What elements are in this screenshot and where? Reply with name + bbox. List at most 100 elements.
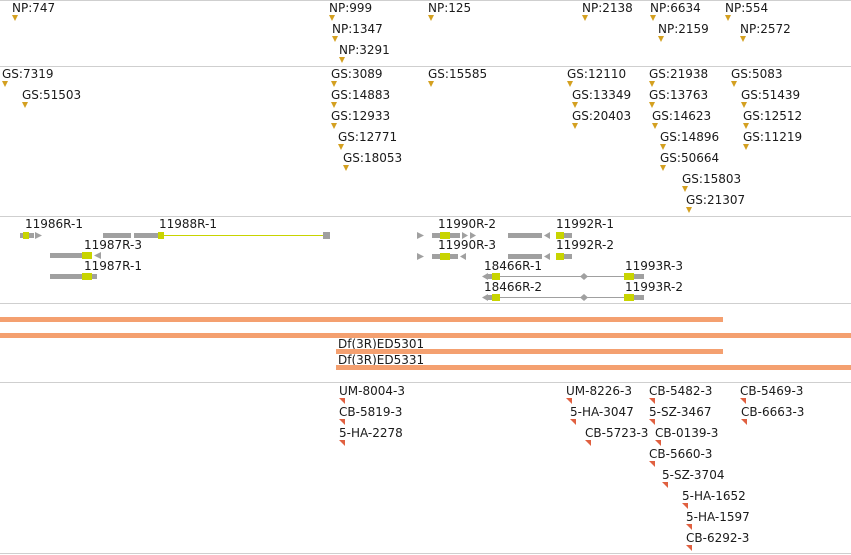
primer-label: CB-5482-3 bbox=[649, 384, 713, 398]
gs-insertion-marker-icon bbox=[660, 165, 666, 171]
deficiency-bar[interactable] bbox=[0, 333, 851, 338]
np-insertion-marker-icon bbox=[658, 36, 664, 42]
gs-insertion-marker-icon bbox=[331, 123, 337, 129]
gene-label[interactable]: 11993R-2 bbox=[625, 280, 683, 294]
gene-model-11986R-1[interactable] bbox=[20, 232, 42, 239]
primer-marker-icon bbox=[585, 440, 591, 446]
gs-insertion-label: GS:15803 bbox=[682, 172, 742, 186]
gs-insertion-marker-icon bbox=[343, 165, 349, 171]
primer-marker-icon bbox=[339, 440, 345, 446]
gene-model-11988R-1[interactable] bbox=[103, 232, 330, 239]
gene-label[interactable]: 18466R-2 bbox=[484, 280, 542, 294]
deficiency-bar[interactable] bbox=[0, 317, 723, 322]
gene-label[interactable]: 11992R-1 bbox=[556, 217, 614, 231]
gs-insertion-marker-icon bbox=[22, 102, 28, 108]
np-insertion-marker-icon bbox=[329, 15, 335, 21]
deficiency-bar-df-ed5331[interactable] bbox=[336, 365, 851, 370]
gs-insertion-marker-icon bbox=[686, 207, 692, 213]
gs-insertion-marker-icon bbox=[682, 186, 688, 192]
gene-label[interactable]: 11987R-1 bbox=[84, 259, 142, 273]
gs-insertion-label: GS:11219 bbox=[743, 130, 803, 144]
gene-label[interactable]: 18466R-1 bbox=[484, 259, 542, 273]
gs-insertion-label: GS:13349 bbox=[572, 88, 632, 102]
primer-label: 5-HA-1652 bbox=[682, 489, 746, 503]
gene-model-11992R-2[interactable] bbox=[508, 253, 572, 260]
primer-marker-icon bbox=[566, 398, 572, 404]
gs-insertion-label: GS:12771 bbox=[338, 130, 398, 144]
gene-model-11987R-1[interactable] bbox=[50, 273, 97, 280]
gene-label[interactable]: 11992R-2 bbox=[556, 238, 614, 252]
divider-genes-df bbox=[0, 303, 851, 304]
deficiency-label[interactable]: Df(3R)ED5331 bbox=[338, 353, 425, 367]
primer-label: 5-HA-3047 bbox=[570, 405, 634, 419]
gene-label[interactable]: 11993R-3 bbox=[625, 259, 683, 273]
gs-insertion-marker-icon bbox=[572, 102, 578, 108]
primer-label: CB-5469-3 bbox=[740, 384, 804, 398]
gs-insertion-label: GS:12512 bbox=[743, 109, 803, 123]
primer-marker-icon bbox=[570, 419, 576, 425]
gene-label[interactable]: 11990R-3 bbox=[438, 238, 496, 252]
gene-model-11992R-1[interactable] bbox=[508, 232, 572, 239]
gs-insertion-label: GS:14623 bbox=[652, 109, 712, 123]
primer-marker-icon bbox=[649, 419, 655, 425]
primer-marker-icon bbox=[655, 440, 661, 446]
gs-insertion-marker-icon bbox=[652, 123, 658, 129]
np-insertion-label: NP:747 bbox=[12, 1, 56, 15]
np-insertion-label: NP:3291 bbox=[339, 43, 390, 57]
primer-marker-icon bbox=[741, 419, 747, 425]
divider-gs-genes bbox=[0, 216, 851, 217]
primer-label: CB-5819-3 bbox=[339, 405, 403, 419]
gs-insertion-label: GS:5083 bbox=[731, 67, 783, 81]
np-insertion-label: NP:2572 bbox=[740, 22, 791, 36]
primer-label: CB-5723-3 bbox=[585, 426, 649, 440]
gene-models-graphic bbox=[20, 232, 644, 301]
primer-label: CB-0139-3 bbox=[655, 426, 719, 440]
gene-label[interactable]: 11986R-1 bbox=[25, 217, 83, 231]
np-insertion-marker-icon bbox=[740, 36, 746, 42]
gene-model-11987R-3[interactable] bbox=[50, 252, 101, 259]
divider-np-gs bbox=[0, 66, 851, 67]
gs-insertion-label: GS:21307 bbox=[686, 193, 746, 207]
primer-marker-icon bbox=[339, 398, 345, 404]
gs-insertion-marker-icon bbox=[743, 144, 749, 150]
deficiency-label[interactable]: Df(3R)ED5301 bbox=[338, 337, 425, 351]
primer-marker-icon bbox=[686, 524, 692, 530]
gs-insertion-marker-icon bbox=[649, 102, 655, 108]
gene-model-11990R-2[interactable] bbox=[417, 232, 476, 239]
np-insertion-label: NP:1347 bbox=[332, 22, 383, 36]
gene-label[interactable]: 11990R-2 bbox=[438, 217, 496, 231]
np-insertion-label: NP:2159 bbox=[658, 22, 709, 36]
np-insertion-label: NP:6634 bbox=[650, 1, 701, 15]
gs-insertion-marker-icon bbox=[331, 81, 337, 87]
np-insertion-marker-icon bbox=[725, 15, 731, 21]
np-insertion-marker-icon bbox=[339, 57, 345, 63]
gs-insertion-label: GS:12110 bbox=[567, 67, 627, 81]
primer-label: UM-8004-3 bbox=[339, 384, 405, 398]
gs-insertion-label: GS:15585 bbox=[428, 67, 488, 81]
np-insertion-marker-icon bbox=[332, 36, 338, 42]
divider-bottom bbox=[0, 553, 851, 554]
divider-top bbox=[0, 0, 851, 1]
gene-model-18466R-2[interactable] bbox=[482, 294, 644, 301]
gene-model-18466R-1[interactable] bbox=[482, 273, 644, 280]
gs-insertion-marker-icon bbox=[338, 144, 344, 150]
gene-model-11990R-3[interactable] bbox=[417, 253, 466, 260]
primer-label: UM-8226-3 bbox=[566, 384, 632, 398]
gs-insertion-marker-icon bbox=[572, 123, 578, 129]
gs-insertion-label: GS:3089 bbox=[331, 67, 383, 81]
primer-marker-icon bbox=[649, 461, 655, 467]
deficiency-bar-df-ed5301[interactable] bbox=[336, 349, 723, 354]
gs-insertion-label: GS:50664 bbox=[660, 151, 720, 165]
gs-insertion-marker-icon bbox=[428, 81, 434, 87]
np-insertion-label: NP:999 bbox=[329, 1, 373, 15]
gs-insertion-marker-icon bbox=[660, 144, 666, 150]
primer-marker-icon bbox=[686, 545, 692, 551]
gene-label[interactable]: 11988R-1 bbox=[159, 217, 217, 231]
primer-label: CB-5660-3 bbox=[649, 447, 713, 461]
gs-insertion-marker-icon bbox=[567, 81, 573, 87]
gene-label[interactable]: 11987R-3 bbox=[84, 238, 142, 252]
deficiency-track: Df(3R)ED5301 Df(3R)ED5331 bbox=[0, 317, 851, 370]
primer-marker-icon bbox=[682, 503, 688, 509]
